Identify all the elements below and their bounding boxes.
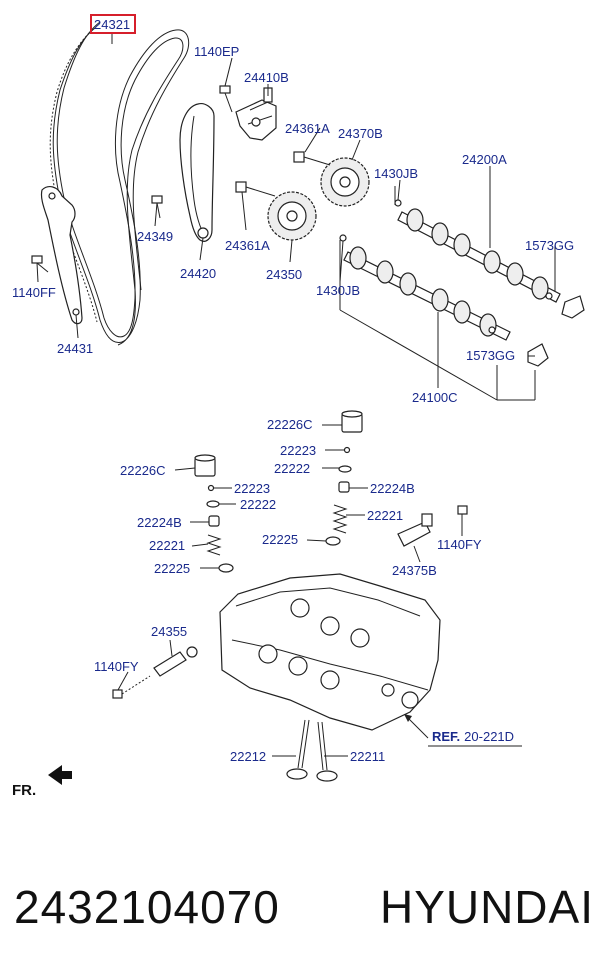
sensor-24355 <box>153 646 198 677</box>
leader-lines <box>36 32 556 757</box>
ocv-24375b <box>397 513 433 547</box>
label-24361a-top: 24361A <box>285 121 330 136</box>
label-22224b-right: 22224B <box>370 481 415 496</box>
label-24100c: 24100C <box>412 390 458 405</box>
label-22222-left: 22222 <box>240 497 276 512</box>
pin-1573gg-bot <box>488 326 496 334</box>
label-24431: 24431 <box>57 341 93 356</box>
bolt-1140ff <box>31 255 49 273</box>
bolt-1140ep <box>219 85 233 113</box>
part-caption: 2432104070 HYUNDAI <box>14 872 594 942</box>
label-22223-left: 22223 <box>234 481 270 496</box>
retainer-right <box>338 465 352 473</box>
label-24350: 24350 <box>266 267 302 282</box>
label-22221-left: 22221 <box>149 538 185 553</box>
washer-left <box>218 563 234 573</box>
ref-label[interactable]: REF. 20-221D <box>432 729 514 744</box>
label-24321: 24321 <box>94 17 130 32</box>
sprocket-bolt-bottom <box>235 181 276 197</box>
ref-prefix: REF. <box>432 729 460 744</box>
bolt-1140fy-left <box>112 675 151 699</box>
pin-1430jb-top <box>394 199 402 207</box>
camshaft-24200a <box>397 208 561 303</box>
retainer-left <box>206 500 220 508</box>
label-24410b: 24410B <box>244 70 289 85</box>
label-24370b: 24370B <box>338 126 383 141</box>
label-22226c-top: 22226C <box>267 417 313 432</box>
highlight-box-24321 <box>90 14 136 34</box>
sprocket-bolt-top <box>293 151 331 166</box>
label-1140fy-left: 1140FY <box>94 659 139 674</box>
camshaft-24100c <box>343 246 511 341</box>
keeper-right <box>343 446 351 454</box>
front-marker-label: FR. <box>12 782 36 799</box>
tappet-22226c-right <box>341 410 363 433</box>
label-1573gg-top: 1573GG <box>525 238 574 253</box>
valve-22211 <box>316 721 338 782</box>
cylinder-head <box>219 573 441 731</box>
label-22226c-left: 22226C <box>120 463 166 478</box>
label-24420: 24420 <box>180 266 216 281</box>
cam-end-bottom <box>527 343 549 367</box>
label-22223-top: 22223 <box>280 443 316 458</box>
chain-guide-24431 <box>40 186 83 325</box>
brand-name: HYUNDAI <box>379 881 594 933</box>
label-24349: 24349 <box>137 229 173 244</box>
cam-sprocket-24350 <box>267 191 317 241</box>
spring-left <box>206 534 222 556</box>
spring-right <box>332 504 348 534</box>
label-22222-top: 22222 <box>274 461 310 476</box>
ref-arrow <box>404 714 522 747</box>
ref-code: 20-221D <box>464 729 514 744</box>
label-24361a-bot: 24361A <box>225 238 270 253</box>
part-number: 2432104070 <box>14 881 280 933</box>
seal-right <box>338 481 350 493</box>
label-22211: 22211 <box>350 749 385 764</box>
seal-left <box>208 515 220 527</box>
washer-right <box>325 536 341 546</box>
bolt-1140fy-right <box>457 505 468 532</box>
label-1140ff: 1140FF <box>12 285 56 300</box>
tensioner-arm-24420 <box>179 103 215 242</box>
label-24375b: 24375B <box>392 563 437 578</box>
label-1140fy-right: 1140FY <box>437 537 482 552</box>
label-1573gg-bot: 1573GG <box>466 348 515 363</box>
cam-end-top <box>561 295 585 319</box>
valve-22212 <box>286 719 310 780</box>
pin-1573gg-top <box>545 292 553 300</box>
label-24200a: 24200A <box>462 152 507 167</box>
label-22225-right: 22225 <box>262 532 298 547</box>
label-24355: 24355 <box>151 624 187 639</box>
tappet-22226c-left <box>194 454 216 477</box>
label-22225-left: 22225 <box>154 561 190 576</box>
cam-sprocket-24370b <box>320 157 370 207</box>
pin-1430jb-bot <box>339 234 347 242</box>
keeper-left <box>207 484 215 492</box>
label-22224b-left: 22224B <box>137 515 182 530</box>
label-1430jb-bot: 1430JB <box>316 283 360 298</box>
front-arrow-icon <box>48 765 72 785</box>
bracket-lines <box>339 168 556 401</box>
tensioner-24410b <box>235 87 277 141</box>
label-22221-right: 22221 <box>367 508 403 523</box>
label-1430jb-top: 1430JB <box>374 166 418 181</box>
label-1140ep: 1140EP <box>194 44 239 59</box>
label-22212: 22212 <box>230 749 266 764</box>
